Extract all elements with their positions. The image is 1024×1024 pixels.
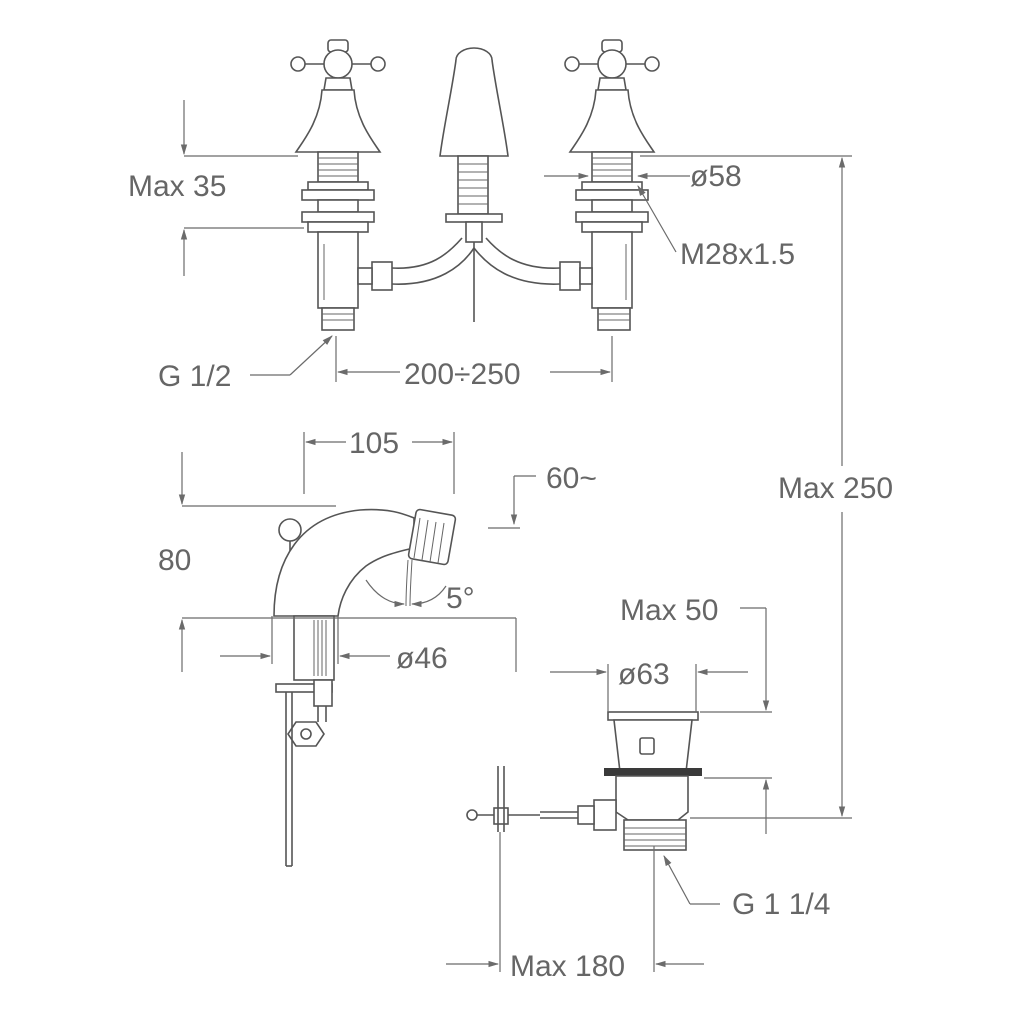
label-max-250: Max 250 [778, 472, 893, 505]
label-80: 80 [158, 544, 191, 577]
dim-d63 [550, 664, 748, 712]
right-cross-handle [564, 39, 660, 153]
label-m28: M28x1.5 [680, 238, 795, 271]
central-spout [439, 47, 509, 322]
label-max-50: Max 50 [620, 594, 718, 627]
dim-80 [178, 452, 517, 672]
label-span: 200÷250 [404, 358, 521, 391]
flexible-hoses [357, 237, 593, 291]
label-d58: ø58 [690, 160, 742, 193]
left-valve-body [301, 151, 375, 331]
angle-5deg [365, 559, 447, 608]
dim-max-250 [640, 155, 852, 819]
label-g114: G 1 1/4 [732, 888, 830, 921]
dim-60 [488, 475, 536, 529]
leader-g114 [663, 855, 720, 905]
left-cross-handle [290, 39, 386, 153]
label-d46: ø46 [396, 642, 448, 675]
label-a5: 5° [446, 582, 475, 615]
side-view-spout [273, 508, 457, 867]
dim-span [335, 336, 613, 382]
label-105: 105 [349, 427, 399, 460]
leader-g12 [250, 335, 333, 376]
front-view-mixer [290, 39, 660, 331]
dim-max-50 [700, 607, 772, 834]
dim-105 [303, 432, 455, 494]
dim-max-180 [446, 832, 704, 972]
label-g12: G 1/2 [158, 360, 231, 393]
leader-m28 [637, 185, 677, 253]
right-valve-body [575, 151, 649, 331]
label-max-35: Max 35 [128, 170, 226, 203]
label-max-180: Max 180 [510, 950, 625, 983]
popup-waste [466, 711, 702, 851]
dim-d46 [220, 616, 390, 664]
label-a60: 60~ [546, 462, 597, 495]
dim-max-35 [180, 100, 304, 276]
label-d63: ø63 [618, 658, 670, 691]
